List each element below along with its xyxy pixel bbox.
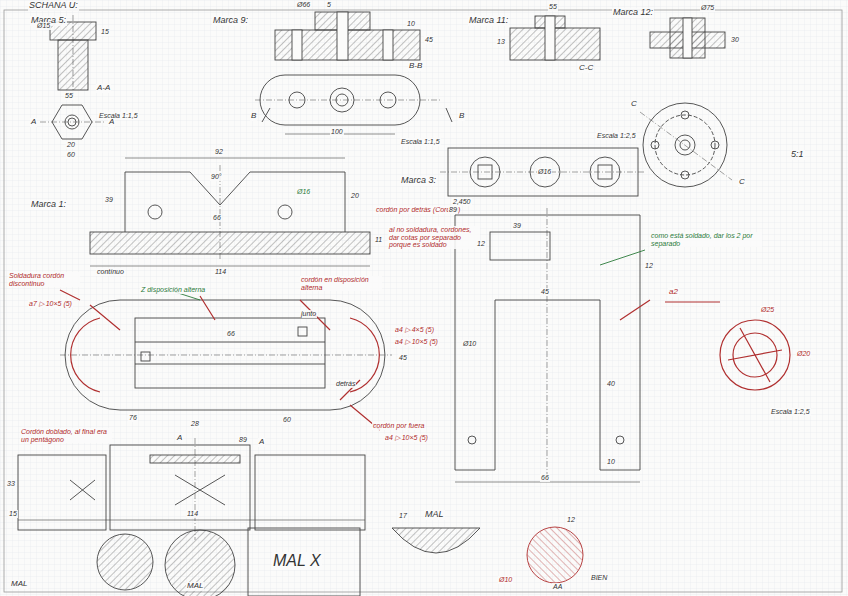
- drawing-label: Escala 1:2,5: [770, 408, 811, 416]
- drawing-label: MAL: [424, 510, 445, 520]
- drawing-label: al no soldadura, cordones, dar cotas por…: [388, 226, 480, 249]
- drawing-label: BIEN: [590, 574, 608, 582]
- drawing-label: 66: [226, 330, 236, 338]
- drawing-label: como está soldado, dar los 2 por separad…: [650, 232, 762, 247]
- drawing-label: a7 ▷ 10×5 (5): [28, 300, 73, 308]
- drawing-label: Ø75: [700, 4, 715, 12]
- drawing-label: Marca 11:: [468, 16, 509, 26]
- drawing-label: junto: [300, 310, 317, 318]
- drawing-label: 12: [566, 516, 576, 524]
- drawing-label: A-A: [96, 84, 111, 93]
- drawing-label: A: [30, 118, 37, 127]
- drawing-label: Ø15: [36, 22, 51, 30]
- drawing-label: 100: [330, 128, 344, 136]
- drawing-label: Marca 9:: [212, 16, 249, 26]
- drawing-label: 33: [6, 480, 16, 488]
- drawing-label: 114: [186, 510, 199, 518]
- drawing-label: 20: [350, 192, 360, 200]
- drawing-label: a2: [668, 288, 679, 297]
- drawing-label: C-C: [578, 64, 594, 73]
- drawing-label: 60: [66, 151, 76, 159]
- sheet-title: SCHANA U:: [28, 1, 79, 11]
- drawing-label: Marca 12:: [612, 8, 654, 18]
- drawing-label: Ø10: [462, 340, 477, 348]
- drawing-label: 55: [64, 92, 74, 100]
- drawing-label: 10: [606, 458, 616, 466]
- drawing-label: 55: [548, 3, 558, 11]
- drawing-label: 28: [190, 420, 200, 428]
- drawing-label: C: [630, 100, 638, 109]
- drawing-label: A: [258, 438, 265, 447]
- drawing-label: B: [458, 112, 465, 121]
- drawing-label: A: [176, 434, 183, 443]
- drawing-label: cordón en disposición alterna: [300, 276, 382, 291]
- drawing-label: 45: [398, 354, 408, 362]
- drawing-label: Ø16: [537, 168, 552, 176]
- drawing-label: 45: [424, 36, 434, 44]
- drawing-label: cordón por fuera: [372, 422, 425, 430]
- drawing-label: MAL X: [272, 552, 322, 570]
- drawing-label: 30: [730, 36, 740, 44]
- drawing-label: contínuo: [96, 268, 125, 276]
- drawing-label: Escala 1:2,5: [596, 132, 637, 140]
- drawing-label: 89: [448, 206, 458, 214]
- drawing-label: A: [108, 118, 115, 127]
- drawing-label: Ø16: [296, 188, 311, 196]
- drawing-label: MAL: [186, 582, 204, 591]
- drawing-label: 39: [104, 196, 114, 204]
- drawing-label: Marca 3:: [400, 176, 437, 186]
- drawing-label: a4 ▷ 10×5 (5): [394, 338, 439, 346]
- drawing-label: 40: [606, 380, 616, 388]
- drawing-label: 89: [238, 436, 248, 444]
- drawing-label: a4 ▷ 10×5 (5): [384, 434, 429, 442]
- drawing-label: 66: [212, 214, 222, 222]
- drawing-label: B: [250, 112, 257, 121]
- drawing-label: 20: [66, 141, 76, 149]
- drawing-label: detrás: [335, 380, 356, 388]
- drawing-label: 17: [398, 512, 408, 520]
- drawing-label: 10: [406, 20, 416, 28]
- drawing-label: Ø10: [498, 576, 513, 584]
- drawing-label: Cordón doblado, al final era un pentágon…: [20, 428, 112, 443]
- drawing-label: 39: [512, 222, 522, 230]
- drawing-label: Ø25: [760, 306, 775, 314]
- drawing-label: 90°: [210, 173, 223, 181]
- drawing-label: C: [738, 178, 746, 187]
- drawing-label: B-B: [408, 62, 423, 71]
- drawing-label: Z disposición alterna: [140, 286, 206, 294]
- drawing-label: Ø20: [796, 350, 811, 358]
- drawing-label: 114: [214, 268, 227, 276]
- drawing-label: 15: [100, 28, 110, 36]
- drawing-label: 5:1: [790, 150, 805, 160]
- drawing-label: Escala 1:1,5: [400, 138, 441, 146]
- drawing-label: a4 ▷ 4×5 (5): [394, 326, 435, 334]
- drawing-label: Marca 1:: [30, 200, 67, 210]
- drawing-label: 2,450: [452, 198, 472, 206]
- drawing-label: 13: [496, 38, 506, 46]
- drawing-label: 12: [644, 262, 654, 270]
- drawing-label: AA: [552, 583, 563, 591]
- drawing-label: 45: [540, 288, 550, 296]
- drawing-label: 76: [128, 414, 138, 422]
- drawing-label: 60: [282, 416, 292, 424]
- drawing-label: Escala 1:1,5: [98, 112, 139, 120]
- drawing-label: 5: [326, 1, 332, 9]
- drawing-label: 11: [374, 236, 383, 244]
- drawing-label: 66: [540, 474, 550, 482]
- drawing-label: 12: [476, 240, 486, 248]
- drawing-label: 15: [8, 510, 18, 518]
- drawing-label: MAL: [10, 580, 28, 589]
- drawing-label: Soldadura cordón discontinuo: [8, 272, 80, 287]
- drawing-label: Ø66: [296, 1, 311, 9]
- drawing-label: 92: [214, 148, 224, 156]
